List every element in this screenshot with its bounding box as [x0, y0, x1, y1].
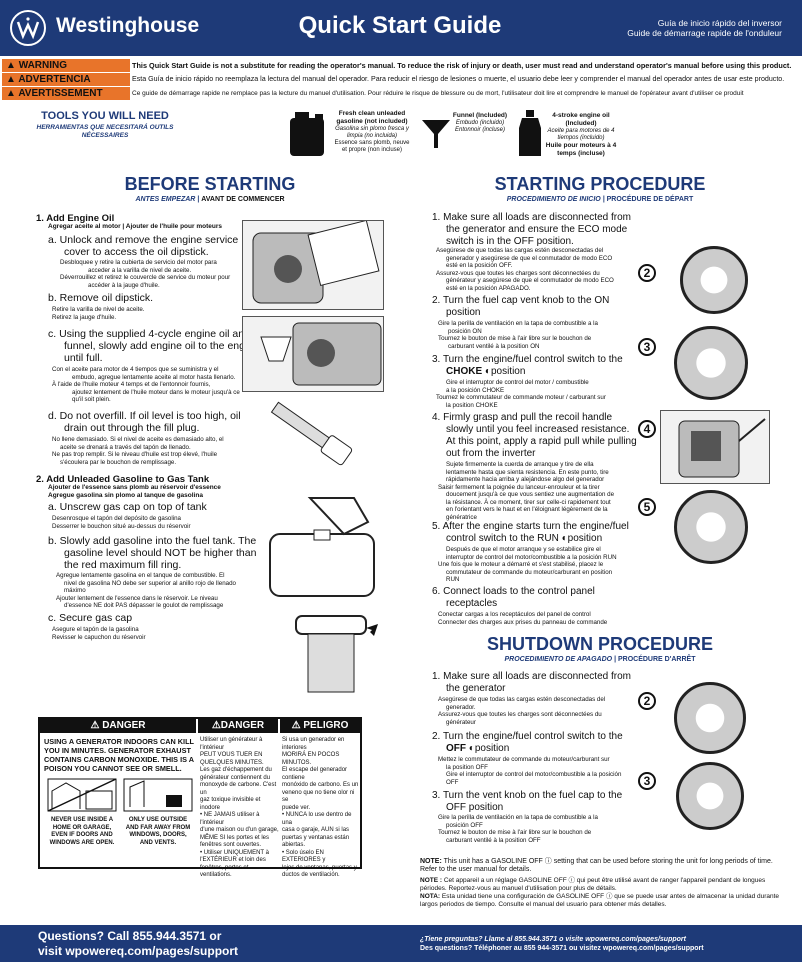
shutdown-step3-text: 3. Turn the vent knob on the fuel cap to…: [432, 790, 623, 813]
tools-subtitle: HERRAMIENTAS QUE NECESITARÁ OUTILS NÉCES…: [36, 124, 174, 139]
start-step2-text: 2. Turn the fuel cap vent knob to the ON…: [432, 295, 610, 318]
outdoor-use-icon: [122, 777, 194, 818]
danger-heading-es: ⚠ PELIGRO: [280, 719, 360, 733]
note-es: NOTA: Esta unidad tiene una configuració…: [420, 893, 780, 908]
step2a-text: a. Unscrew gas cap on top of tank: [48, 501, 207, 513]
warning-tag-en: ▲ WARNING: [2, 59, 130, 72]
warning-text-en: This Quick Start Guide is not a substitu…: [132, 61, 792, 70]
start-step1-translation: Asegúrese de que todas las cargas estén …: [436, 247, 614, 292]
brand-name: Westinghouse: [56, 14, 200, 37]
page-title: Quick Start Guide: [298, 12, 502, 39]
start-step4-translation: Sujete firmemente la cuerda de arranque …: [438, 461, 615, 521]
shutdown-step1-translation: Asegúrese de que todas las cargas estén …: [438, 696, 606, 726]
shutdown-step1-text: 1. Make sure all loads are disconnected …: [432, 671, 631, 694]
starting-procedure-subtitle: PROCEDIMIENTO DE INICIO | PROCÉDURE DE D…: [506, 196, 694, 203]
step1a-translation: Desbloquee y retire la cubierta de servi…: [60, 259, 231, 289]
off-switch-illustration: [674, 682, 746, 754]
shutdown-procedure-title: SHUTDOWN PROCEDURE: [486, 634, 713, 654]
figure-number-4: 4: [638, 420, 656, 438]
oil-label: 4-stroke engine oil (Included)Aceite par…: [545, 112, 617, 157]
step2c-text: c. Secure gas cap: [48, 612, 133, 624]
tools-title: TOOLS YOU WILL NEED: [41, 110, 169, 122]
westinghouse-logo-icon: [10, 10, 46, 46]
figure-number-2: 2: [638, 264, 656, 282]
run-switch-illustration: [674, 490, 748, 564]
warning-tag-es: ▲ ADVERTENCIA: [2, 73, 130, 86]
before-starting-title: BEFORE STARTING: [124, 174, 296, 194]
start-step1-text: 1. Make sure all loads are disconnected …: [432, 212, 631, 247]
start-step6-translation: Conectar cargas a los receptáculos del p…: [438, 611, 608, 626]
warning-text-es: Esta Guía de inicio rápido no reemplaza …: [132, 75, 785, 83]
step1-subtitle: Agregar aceite al motor | Ajouter de l'h…: [48, 223, 222, 230]
note-en: NOTE: This unit has a GASOLINE OFF ⓘ set…: [420, 858, 773, 873]
danger-heading-en: ⚠ DANGER: [40, 719, 196, 733]
gas-cap-illustration: [286, 606, 384, 694]
gasoline-label: Fresh clean unleaded gasoline (not inclu…: [334, 110, 410, 153]
funnel-label: Funnel (Included)Embudo (incluido)Entonn…: [452, 112, 508, 133]
header-bar: Westinghouse Quick Start Guide Guía de i…: [0, 0, 802, 56]
danger-heading-fr: ⚠DANGER: [198, 719, 278, 733]
footer-support-es-fr: ¿Tiene preguntas? Llame al 855.944.3571 …: [420, 936, 704, 952]
start-step3-translation: Gire el interruptor de control del motor…: [436, 379, 606, 409]
warning-tag-fr: ▲ AVERTISSEMENT: [2, 87, 130, 100]
gas-can-icon: [287, 110, 329, 163]
fill-tank-illustration: [256, 494, 384, 602]
start-step5-text: 5. After the engine starts turn the engi…: [432, 521, 629, 544]
fuel-cap-vent-knob-illustration: [680, 246, 748, 314]
oil-bottle-icon: [517, 110, 543, 163]
dipstick-illustration: [242, 398, 384, 478]
step2a-translation: Desenrosque el tapón del depósito de gas…: [52, 515, 191, 530]
shutdown-step2-translation: Mettez le commutateur de commande du mot…: [438, 756, 622, 786]
step2b-translation: Agregue lentamente gasolina en el tanque…: [56, 572, 236, 609]
step1c-translation: Con el aceite para motor de 4 tiempos qu…: [52, 366, 240, 403]
header-subtitle: Guía de inicio rápido del inversor Guide…: [627, 18, 782, 38]
service-cover-illustration: [242, 219, 384, 310]
start-step3-text: 3. Turn the engine/fuel control switch t…: [432, 354, 623, 377]
step1d-translation: No llene demasiado. Si el nivel de aceit…: [52, 436, 224, 466]
start-step4-text: 4. Firmly grasp and pull the recoil hand…: [432, 412, 637, 459]
shutdown-procedure-subtitle: PROCEDIMIENTO DE APAGADO | PROCÉDURE D'A…: [504, 656, 696, 663]
recoil-pull-illustration: [660, 410, 770, 484]
shutdown-figure-number-3: 3: [638, 772, 656, 790]
step1b-text: b. Remove oil dipstick.: [48, 292, 154, 304]
shutdown-figure-number-2: 2: [638, 692, 656, 710]
figure-number-5: 5: [638, 498, 656, 516]
before-starting-subtitle: ANTES EMPEZAR | AVANT DE COMMENCER: [135, 196, 285, 203]
house-garage-icon: [46, 777, 118, 818]
figure-number-3: 3: [638, 338, 656, 356]
danger-box: ⚠ DANGER ⚠DANGER ⚠ PELIGRO USING A GENER…: [38, 717, 362, 878]
shutdown-step3-translation: Gire la perilla de ventilación en la tap…: [438, 814, 598, 844]
step1-title: 1. Add Engine Oil: [36, 213, 115, 224]
step2-title: 2. Add Unleaded Gasoline to Gas Tank: [36, 474, 210, 485]
add-oil-illustration: [242, 316, 384, 392]
step1c-text: c. Using the supplied 4-cycle engine oil…: [48, 328, 259, 364]
warning-text-fr: Ce guide de démarrage rapide ne remplace…: [132, 90, 744, 97]
step2-subtitle: Ajouter de l'essence sans plomb au réser…: [48, 484, 221, 499]
start-step2-translation: Gire la perilla de ventilación en la tap…: [438, 320, 598, 350]
step2b-text: b. Slowly add gasoline into the fuel tan…: [48, 535, 257, 571]
shutdown-step2-text: 2. Turn the engine/fuel control switch t…: [432, 731, 623, 754]
start-step5-translation: Después de que el motor arranque y se es…: [438, 546, 617, 583]
note-fr: NOTE : Cet appareil a un réglage GASOLIN…: [420, 877, 766, 892]
choke-switch-illustration: [674, 326, 748, 400]
step1b-translation: Retire la varilla de nivel de aceite.Ret…: [52, 306, 145, 321]
funnel-icon: [420, 118, 452, 155]
vent-knob-off-illustration: [676, 762, 744, 830]
starting-procedure-title: STARTING PROCEDURE: [494, 174, 706, 194]
step1d-text: d. Do not overfill. If oil level is too …: [48, 410, 259, 434]
